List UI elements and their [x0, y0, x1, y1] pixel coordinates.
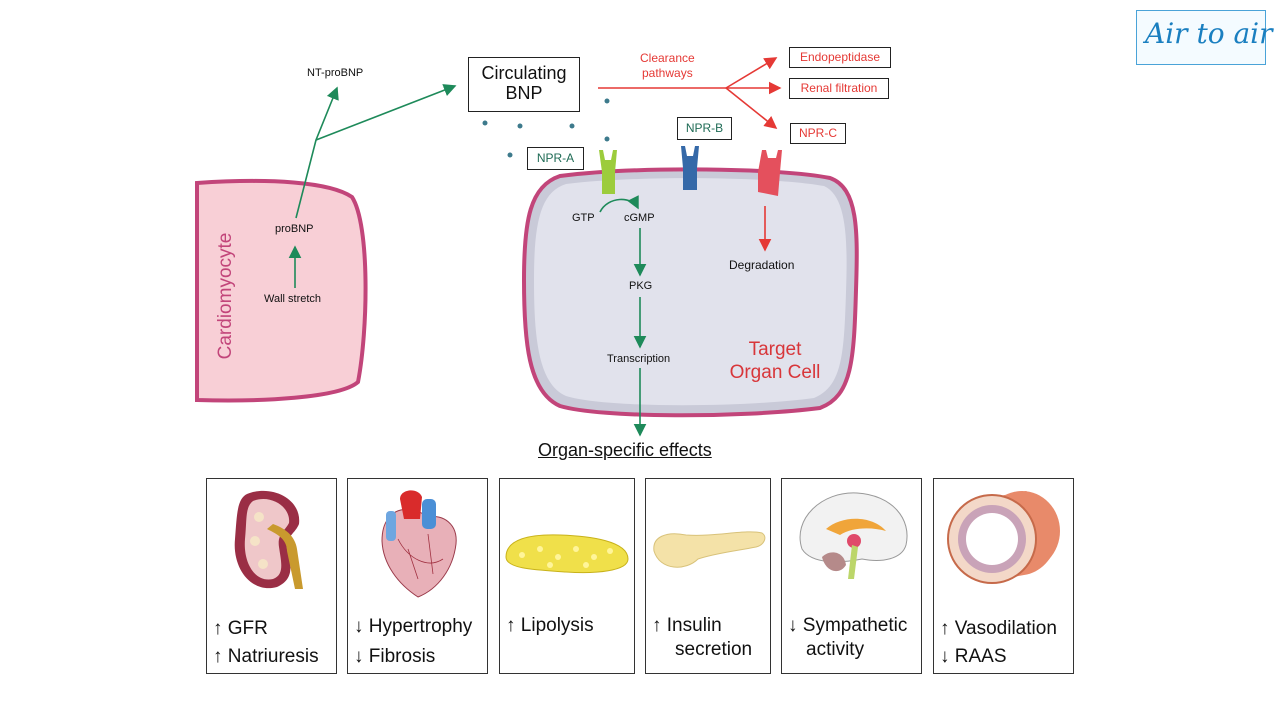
logo-text: Air to air [1145, 17, 1273, 50]
effect-line2: ↓ RAAS [940, 646, 1007, 667]
circulating-bnp-box: Circulating BNP [468, 57, 580, 112]
effect-line1: ↑ Insulin [652, 615, 722, 636]
pkg-label: PKG [629, 280, 653, 292]
effects-title: Organ-specific effects [538, 440, 712, 460]
transcription-label: Transcription [607, 353, 671, 365]
effect-line1: ↑ Lipolysis [506, 615, 594, 636]
cgmp-label: cGMP [624, 212, 655, 224]
clearance-label-line2: pathways [642, 66, 693, 80]
endopeptidase-box: Endopeptidase [789, 47, 891, 68]
circulating-bnp-line2: BNP [505, 82, 543, 103]
effect-line1: ↑ GFR [213, 618, 268, 639]
effect-card-heart: ↓ Hypertrophy ↓ Fibrosis [347, 478, 488, 674]
effect-line2: activity [806, 639, 865, 660]
target-label-line2: Organ Cell [729, 362, 821, 383]
effect-line1: ↑ Vasodilation [940, 618, 1057, 639]
red-arrows [598, 57, 782, 252]
npr-a-box: NPR-A [527, 147, 584, 170]
probnp-label: proBNP [275, 223, 314, 235]
npr-b-receptor [681, 146, 699, 190]
effect-card-brain: ↓ Sympathetic activity [781, 478, 922, 674]
target-organ-label: Target Organ Cell [720, 338, 830, 384]
renal-filtration-box: Renal filtration [789, 78, 889, 99]
circulating-bnp-line1: Circulating [481, 63, 567, 83]
air-to-air-logo: Air to air [1136, 10, 1273, 65]
wall-stretch-label: Wall stretch [264, 293, 322, 305]
effect-line2: ↑ Natriuresis [213, 646, 319, 667]
npr-b-box: NPR-B [677, 117, 732, 140]
brain-icon [799, 492, 908, 579]
effect-card-adipose: ↑ Lipolysis [499, 478, 635, 674]
heart-icon [381, 490, 457, 598]
effect-card-pancreas: ↑ Insulin secretion [645, 478, 771, 674]
npr-c-box: NPR-C [790, 123, 846, 144]
clearance-label-line1: Clearance [640, 51, 695, 65]
effect-line1: ↓ Hypertrophy [354, 616, 473, 637]
effect-card-kidney: ↑ GFR ↑ Natriuresis [206, 478, 337, 674]
bnp-molecules [482, 98, 610, 158]
pancreas-icon [653, 531, 766, 568]
gtp-label: GTP [572, 212, 595, 224]
degradation-label: Degradation [729, 258, 795, 272]
cardiomyocyte-label: Cardiomyocyte [215, 232, 236, 360]
effect-line1: ↓ Sympathetic [788, 615, 908, 636]
target-organ-cell [521, 167, 859, 418]
npr-c-receptor [758, 150, 782, 196]
nt-probnp-label: NT-proBNP [307, 67, 364, 79]
vessel-icon [947, 491, 1060, 584]
npr-a-receptor [599, 150, 617, 194]
kidney-icon [234, 490, 303, 589]
effect-card-vessel: ↑ Vasodilation ↓ RAAS [933, 478, 1074, 674]
cardiomyocyte-cell [195, 178, 368, 403]
target-label-line1: Target [748, 339, 802, 360]
adipose-icon [505, 534, 629, 574]
effect-line2: secretion [675, 639, 753, 660]
green-arrows [288, 84, 647, 437]
effect-line2: ↓ Fibrosis [354, 646, 436, 667]
